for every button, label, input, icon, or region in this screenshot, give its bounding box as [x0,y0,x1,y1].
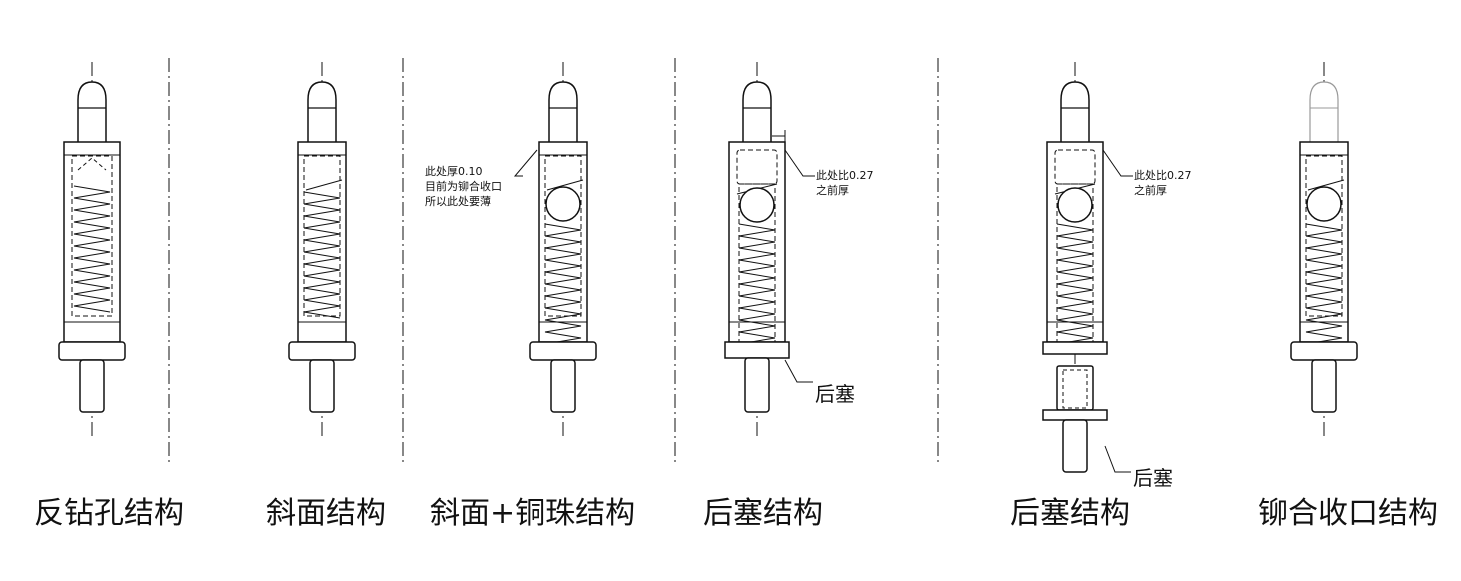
pin-4-rear-plug [724,62,815,438]
note-pin-4: 此处比0.27 之前厚 [816,168,874,198]
caption-rear-plug-1: 后塞结构 [703,496,823,531]
pin-2-bevel [288,62,356,438]
pin-3-bevel-copper-ball [513,62,597,438]
plug-label-4: 后塞 [815,382,855,406]
pin-5-rear-plug-exploded [1042,62,1133,473]
caption-rear-plug-2: 后塞结构 [1010,496,1130,531]
note-4-line-2: 之前厚 [816,184,849,197]
note-5-line-1: 此处比0.27 [1134,169,1192,182]
note-3-line-3: 所以此处要薄 [425,195,491,208]
caption-bevel: 斜面结构 [266,496,386,531]
note-pin-3: 此处厚0.10 目前为铆合收口 所以此处要薄 [425,164,502,209]
note-4-line-1: 此处比0.27 [816,169,874,182]
note-3-line-2: 目前为铆合收口 [425,180,502,193]
plug-label-5: 后塞 [1133,466,1173,490]
note-3-line-1: 此处厚0.10 [425,165,483,178]
pin-6-riveted-closure [1290,62,1358,438]
caption-counterbore: 反钻孔结构 [34,496,184,531]
note-pin-5: 此处比0.27 之前厚 [1134,168,1192,198]
note-5-line-2: 之前厚 [1134,184,1167,197]
separator-lines [168,58,939,465]
pin-1-counterbore [58,62,126,438]
caption-bevel-copper-ball: 斜面+铜珠结构 [430,496,636,531]
caption-riveted-closure: 铆合收口结构 [1258,496,1438,531]
